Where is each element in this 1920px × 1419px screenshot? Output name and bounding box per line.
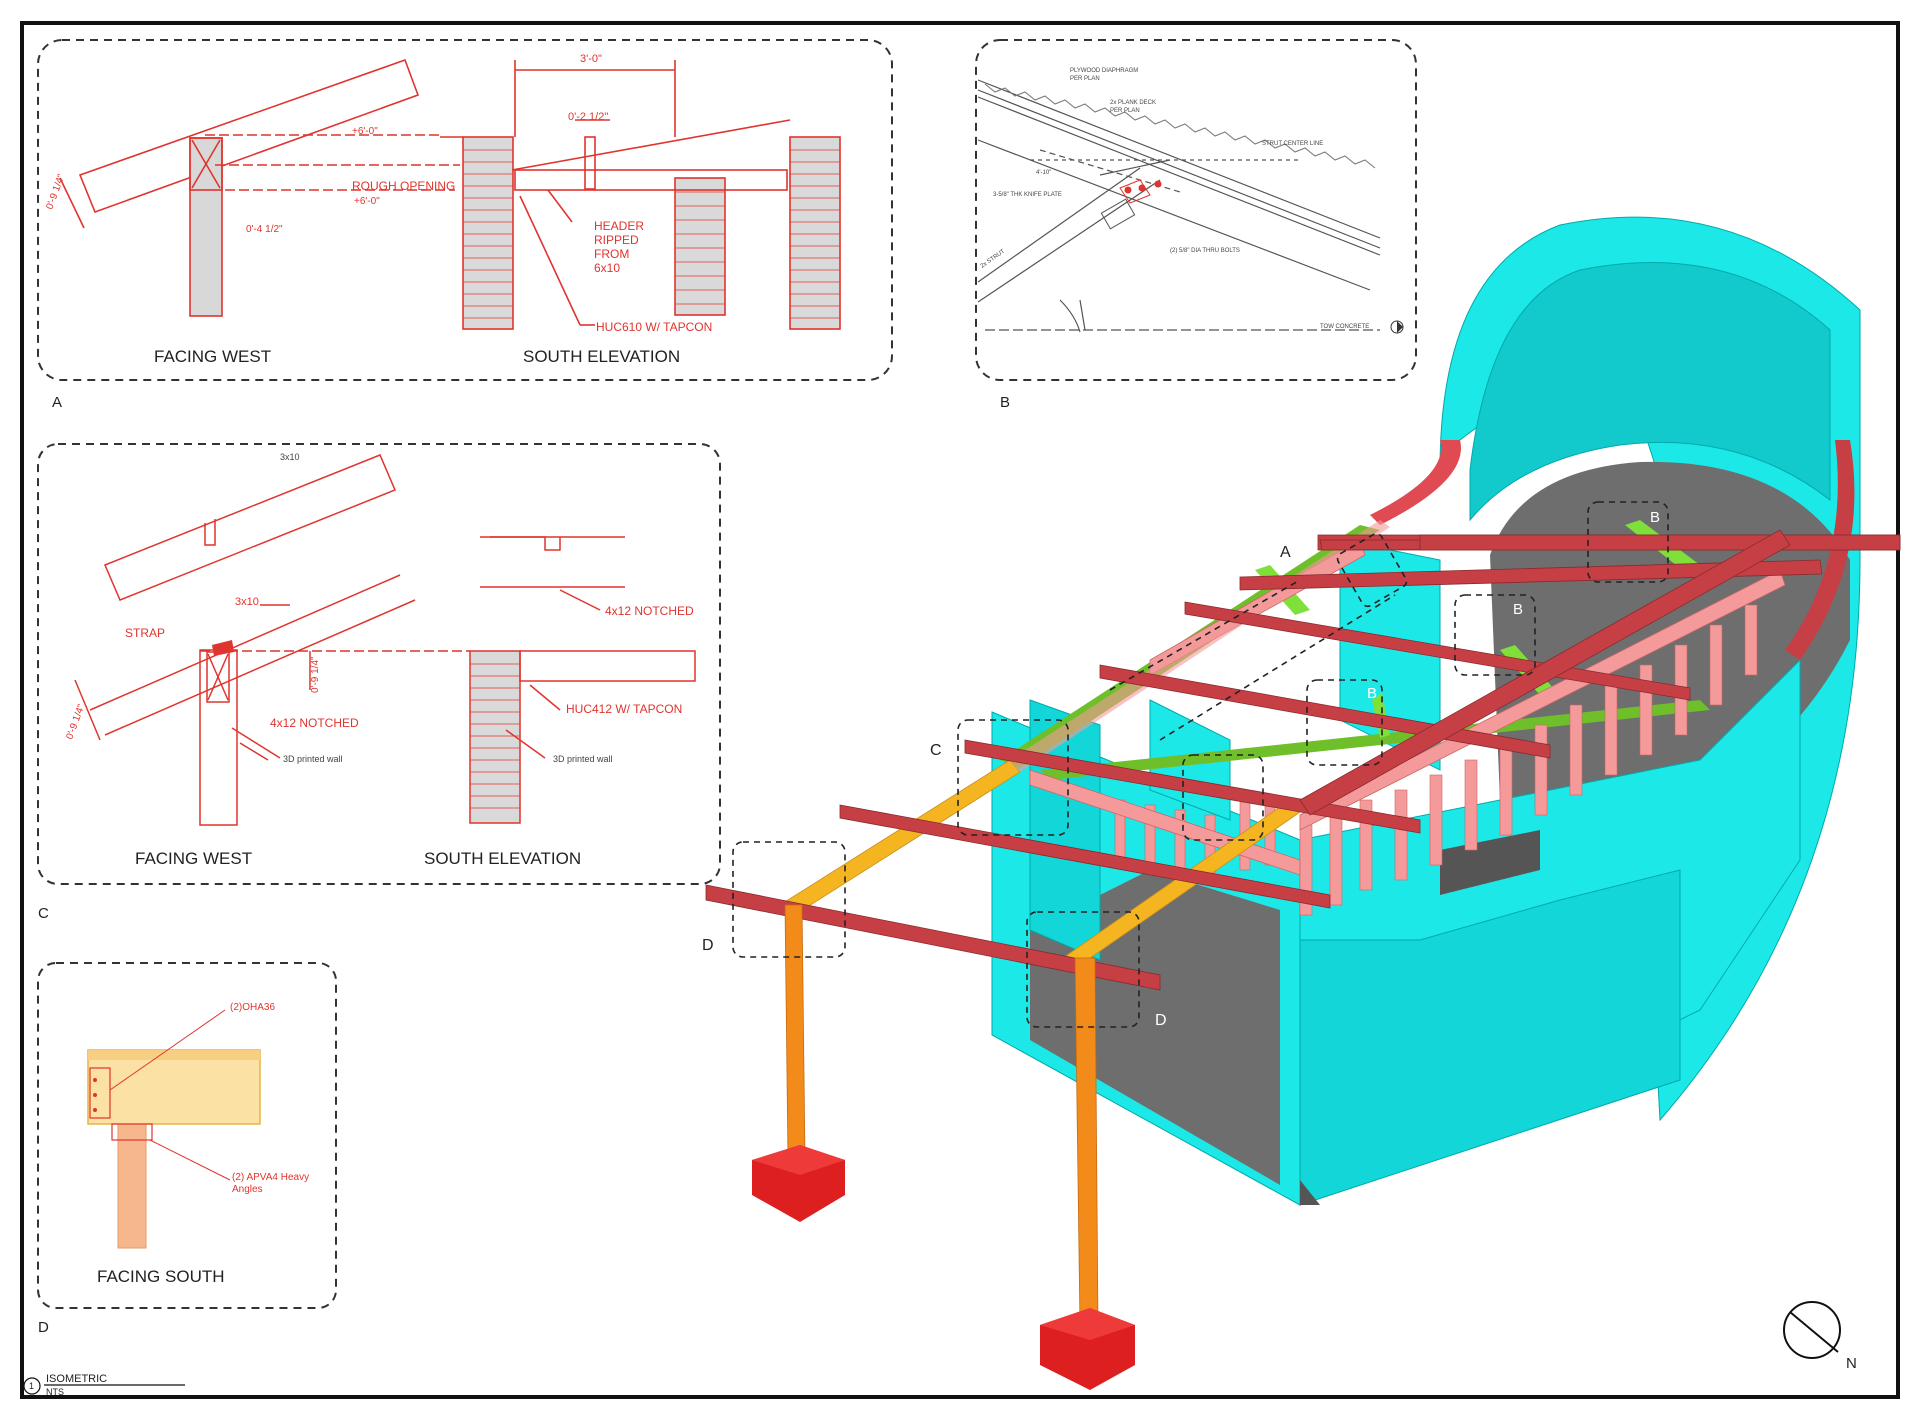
- detail-b-plywood-2: PER PLAN: [1070, 76, 1100, 82]
- detail-b-strut: 2x STRUT: [980, 248, 1007, 269]
- detail-c-dim-9quarter-b: 0'-9 1/4": [64, 702, 87, 741]
- detail-b-plank-2: PER PLAN: [1110, 108, 1140, 114]
- tower-inner: [1469, 262, 1831, 522]
- detail-c-notched-a: 4x12 NOTCHED: [270, 716, 359, 730]
- detail-a-letter: A: [52, 394, 62, 411]
- view-title-text: ISOMETRIC: [46, 1373, 107, 1385]
- callout-c: C: [930, 742, 942, 759]
- detail-c-dim-9quarter-a: 0'-9 1/4": [310, 656, 321, 693]
- detail-b-strut-cl: STRUT CENTER LINE: [1262, 141, 1323, 147]
- view-number: 1: [29, 1381, 34, 1391]
- detail-c-linework: [74, 454, 696, 826]
- view-number-bubble: [23, 1377, 41, 1395]
- detail-d-post: [117, 1123, 147, 1249]
- detail-b-zigzag: [984, 83, 1376, 169]
- detail-a-dim-9quarter: 0'-9 1/4": [44, 172, 67, 211]
- ridge-beam: [1299, 529, 1791, 816]
- north-arrow-circle: [1783, 1301, 1841, 1359]
- detail-a: 0'-9 1/4" 0'-4 1/2" +6'-0" ROUGH OPENING…: [37, 39, 893, 381]
- detail-d-beam: [87, 1049, 261, 1125]
- detail-a-south-elevation: [440, 60, 841, 330]
- callout-d-1: D: [702, 937, 714, 954]
- sheet-border: [20, 21, 1900, 1399]
- detail-c-notched-b: 4x12 NOTCHED: [605, 604, 694, 618]
- detail-c-frame: [37, 443, 721, 885]
- detail-c-strap-label: STRAP: [125, 626, 165, 640]
- callout-boxes: [732, 501, 1669, 1028]
- callout-b-1: B: [1650, 509, 1660, 526]
- detail-d-facing-south: FACING SOUTH: [97, 1267, 225, 1286]
- detail-a-header-3: FROM: [594, 247, 629, 261]
- detail-b-bolts: (2) 5/8" DIA THRU BOLTS: [1170, 248, 1240, 254]
- detail-a-rough-opening: ROUGH OPENING: [352, 179, 455, 193]
- callout-b-3: B: [1367, 685, 1377, 702]
- detail-b-knife: 3-5/8" THK KNIFE PLATE: [993, 192, 1062, 198]
- detail-b-dim: 4'-10": [1036, 170, 1051, 176]
- detail-a-hatch: [463, 149, 840, 319]
- footing-right: [1040, 1308, 1135, 1390]
- detail-a-header-2: RIPPED: [594, 233, 639, 247]
- detail-d-cap: [111, 1123, 153, 1141]
- detail-c-printed-b: 3D printed wall: [553, 754, 613, 764]
- detail-a-huc: HUC610 W/ TAPCON: [596, 320, 712, 334]
- ring-beam: [1370, 440, 1461, 525]
- detail-c-label-3x10: 3x10: [235, 596, 259, 608]
- detail-a-facing-west: FACING WEST: [154, 347, 271, 366]
- north-arrow-needle: [1789, 1311, 1839, 1353]
- detail-b-connection: [1100, 179, 1162, 230]
- opening-floor-shadow: [1300, 1180, 1320, 1205]
- post-right: [1074, 957, 1099, 1326]
- callout-b-2: B: [1513, 601, 1523, 618]
- detail-b-tos: TOW CONCRETE: [1320, 324, 1369, 330]
- detail-b-linework: [977, 79, 1381, 333]
- detail-c-huc: HUC412 W/ TAPCON: [566, 702, 682, 716]
- detail-c-top-3x10: 3x10: [280, 452, 300, 462]
- header-beam-right: [1299, 569, 1786, 831]
- detail-d-frame: [37, 962, 337, 1309]
- detail-a-dim-6ft-b: +6'-0": [354, 196, 380, 207]
- detail-b-plywood-1: PLYWOOD DIAPHRAGM: [1070, 68, 1138, 74]
- rafters: [705, 534, 1901, 991]
- detail-d-apva-1: (2) APVA4 Heavy: [232, 1172, 309, 1183]
- north-arrow: N: [1783, 1301, 1857, 1372]
- callout-d-2: D: [1155, 1012, 1167, 1029]
- detail-b-plank-1: 2x PLANK DECK: [1110, 100, 1156, 106]
- top-plate-2: [1040, 700, 1710, 780]
- detail-c-strap: [212, 640, 234, 656]
- detail-b: PLYWOOD DIAPHRAGM PER PLAN 2x PLANK DECK…: [975, 39, 1417, 381]
- detail-d-letter: D: [38, 1319, 49, 1336]
- detail-a-header-4: 6x10: [594, 261, 620, 275]
- detail-a-dim-2half: 0'-2 1/2": [568, 111, 608, 123]
- detail-c-hatch: [470, 663, 520, 809]
- detail-b-letter: B: [1000, 394, 1010, 411]
- detail-a-header-1: HEADER: [594, 219, 644, 233]
- callout-b-4: B: [1245, 763, 1255, 780]
- detail-a-south-elevation: SOUTH ELEVATION: [523, 347, 680, 366]
- detail-c: 3x10 3x10 STRAP 4x12 NOTCHED 4x12 NOTCHE…: [37, 443, 721, 885]
- north-label: N: [1846, 1355, 1857, 1372]
- detail-c-south-elevation: SOUTH ELEVATION: [424, 849, 581, 868]
- detail-d-beam-top: [88, 1050, 260, 1060]
- post-left: [784, 904, 806, 1161]
- detail-d: (2)OHA36 (2) APVA4 Heavy Angles FACING S…: [37, 962, 337, 1309]
- detail-a-dim-6ft: +6'-0": [352, 126, 378, 137]
- detail-a-dim-4half: 0'-4 1/2": [246, 224, 283, 235]
- callout-a: A: [1280, 544, 1291, 561]
- footing-left: [752, 1145, 845, 1222]
- isometric-model: A B B B B C D D: [702, 216, 1901, 1390]
- detail-d-oha: (2)OHA36: [230, 1002, 275, 1013]
- view-title: 1 ISOMETRIC NTS: [23, 1373, 185, 1397]
- detail-b-frame: [975, 39, 1417, 381]
- detail-b-section-mark: [1390, 320, 1404, 334]
- detail-a-frame: [37, 39, 893, 381]
- detail-c-letter: C: [38, 905, 49, 922]
- detail-c-printed-a: 3D printed wall: [283, 754, 343, 764]
- detail-a-facing-west: [59, 58, 460, 317]
- detail-a-dim-top: 3'-0": [580, 53, 602, 65]
- detail-d-strap: [89, 1067, 111, 1119]
- detail-c-facing-west: FACING WEST: [135, 849, 252, 868]
- view-scale: NTS: [46, 1387, 64, 1397]
- detail-d-apva-2: Angles: [232, 1184, 263, 1195]
